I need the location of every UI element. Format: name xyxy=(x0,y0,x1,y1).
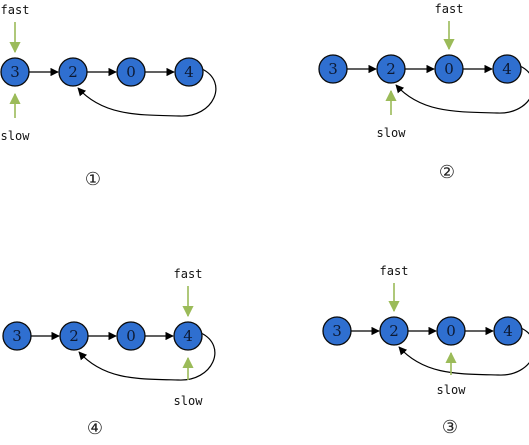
node-value: 0 xyxy=(126,63,136,81)
node-circle xyxy=(173,321,203,351)
list-node: 2 xyxy=(376,54,406,84)
node-circle xyxy=(379,316,409,346)
list-node: 4 xyxy=(174,57,204,87)
node-value: 2 xyxy=(68,63,78,81)
cycle-link-arrow xyxy=(398,327,529,376)
step-number: ② xyxy=(439,162,455,183)
node-circle xyxy=(2,321,32,351)
cycle-link-arrow xyxy=(77,68,217,117)
node-value: 4 xyxy=(184,63,194,81)
step-number: ① xyxy=(85,169,101,190)
node-circle xyxy=(436,316,466,346)
node-circle xyxy=(434,54,464,84)
node-value: 3 xyxy=(332,322,342,340)
panel-4: 3 2 0 4 fast slow ④ xyxy=(2,267,216,439)
fast-label: fast xyxy=(1,3,30,17)
node-circle xyxy=(116,57,146,87)
node-circle xyxy=(174,57,204,87)
node-circle xyxy=(58,57,88,87)
panel-3: 3 2 0 4 fast slow ③ xyxy=(322,264,529,438)
node-circle xyxy=(0,57,30,87)
node-circle xyxy=(322,316,352,346)
fast-label: fast xyxy=(380,264,409,278)
node-circle xyxy=(318,54,348,84)
list-node: 4 xyxy=(173,321,203,351)
node-value: 0 xyxy=(444,60,454,78)
node-value: 0 xyxy=(446,322,456,340)
fast-label: fast xyxy=(174,267,203,281)
panel-2: 3 2 0 4 fast slow ② xyxy=(318,2,529,183)
slow-label: slow xyxy=(174,394,204,408)
fast-label: fast xyxy=(435,2,464,16)
step-number: ④ xyxy=(87,418,103,439)
node-circle xyxy=(493,316,523,346)
list-node: 3 xyxy=(322,316,352,346)
cycle-link-arrow xyxy=(395,65,529,114)
node-circle xyxy=(376,54,406,84)
node-value: 3 xyxy=(12,327,22,345)
panel-1: 3 2 0 4 fast slow ① xyxy=(0,3,217,190)
list-node: 0 xyxy=(116,321,146,351)
list-node: 3 xyxy=(318,54,348,84)
slow-label: slow xyxy=(437,383,467,397)
node-value: 3 xyxy=(10,63,20,81)
node-value: 4 xyxy=(502,60,512,78)
slow-label: slow xyxy=(1,129,31,143)
list-node: 2 xyxy=(59,321,89,351)
list-node: 2 xyxy=(379,316,409,346)
cycle-link-arrow xyxy=(78,332,216,381)
list-node: 3 xyxy=(0,57,30,87)
list-node: 2 xyxy=(58,57,88,87)
node-circle xyxy=(116,321,146,351)
list-node: 4 xyxy=(492,54,522,84)
step-number: ③ xyxy=(442,417,458,438)
list-node: 3 xyxy=(2,321,32,351)
node-value: 2 xyxy=(69,327,79,345)
node-value: 3 xyxy=(328,60,338,78)
node-circle xyxy=(59,321,89,351)
slow-label: slow xyxy=(377,126,407,140)
list-node: 0 xyxy=(434,54,464,84)
node-circle xyxy=(492,54,522,84)
node-value: 4 xyxy=(503,322,513,340)
list-node: 4 xyxy=(493,316,523,346)
node-value: 4 xyxy=(183,327,193,345)
node-value: 2 xyxy=(386,60,396,78)
node-value: 0 xyxy=(126,327,136,345)
list-node: 0 xyxy=(436,316,466,346)
node-value: 2 xyxy=(389,322,399,340)
list-node: 0 xyxy=(116,57,146,87)
